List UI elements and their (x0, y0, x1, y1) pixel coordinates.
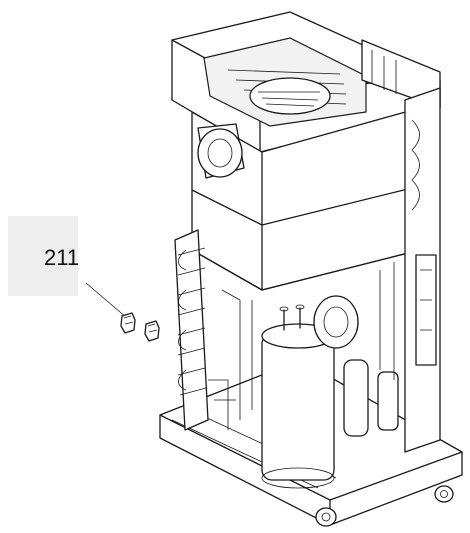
internal-piping (208, 262, 395, 430)
part-211-clips (120, 312, 160, 342)
central-body (191, 107, 421, 291)
fan-motor (313, 295, 359, 349)
right-side-panel (404, 87, 441, 453)
condenser-coil (174, 229, 209, 431)
caster-wheels (315, 485, 454, 527)
part-number-label: 211 (44, 245, 80, 270)
upper-housing (171, 11, 441, 153)
leader-line (85, 282, 128, 319)
accumulator (343, 359, 399, 437)
part-label-background (8, 216, 78, 296)
